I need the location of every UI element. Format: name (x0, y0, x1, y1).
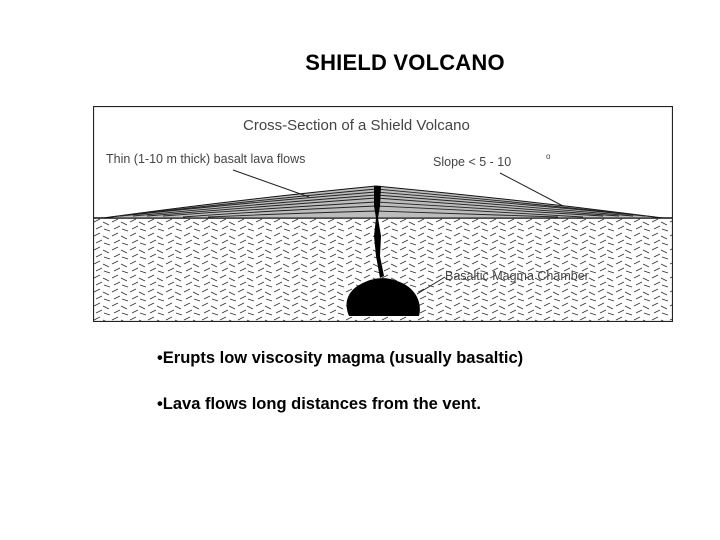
diagram-caption: Cross-Section of a Shield Volcano (243, 117, 470, 134)
volcano-cross-section-diagram: Cross-Section of a Shield Volcano Thin (… (93, 106, 673, 322)
bullet-item-viscosity: •Erupts low viscosity magma (usually bas… (157, 349, 677, 368)
label-thin-lava-flows: Thin (1-10 m thick) basalt lava flows (106, 152, 305, 166)
label-slope: Slope < 5 - 10 (433, 155, 511, 169)
bullet-item-lava-flow-distance: •Lava flows long distances from the vent… (157, 395, 677, 414)
slide-title: SHIELD VOLCANO (0, 50, 720, 76)
bullet-list: •Erupts low viscosity magma (usually bas… (157, 349, 677, 441)
label-magma-chamber: Basaltic Magma Chamber (445, 269, 589, 283)
label-slope-degree: o (546, 152, 551, 161)
